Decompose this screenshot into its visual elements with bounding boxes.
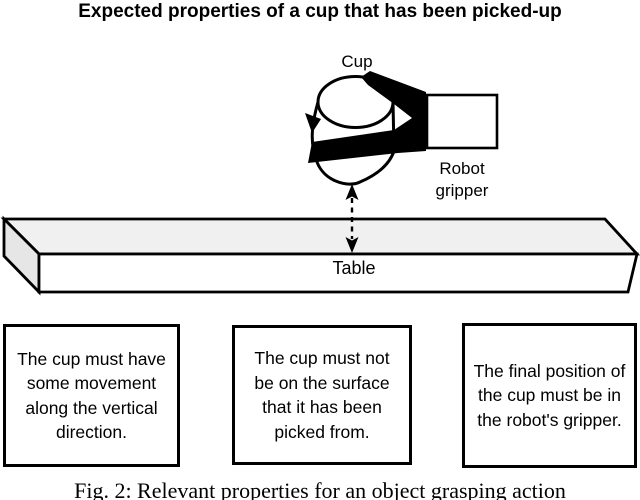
figure-title: Expected properties of a cup that has be…: [78, 1, 562, 22]
property-box-line: The cup must have: [17, 348, 166, 369]
property-box-line: picked from.: [274, 421, 370, 442]
distance-arrow-head-down: [345, 237, 359, 253]
robot-gripper-label: Robot gripper: [420, 158, 504, 202]
property-box-line: the robot's gripper.: [477, 409, 622, 430]
grasp-diagram: [0, 71, 640, 296]
table-shape: [0, 215, 640, 296]
table-top-face: [0, 217, 640, 256]
property-box-line: the cup must be in: [478, 385, 621, 406]
distance-arrow: [345, 184, 359, 253]
property-box-line: some movement: [26, 373, 157, 393]
property-box-vertical-movement: The cup must have some movement along th…: [3, 324, 180, 467]
table-front-face: [37, 252, 639, 294]
property-box-line: along the vertical: [25, 397, 158, 418]
figure-caption: Fig. 2: Relevant properties for an objec…: [74, 478, 566, 500]
property-box-line: direction.: [55, 422, 127, 442]
gripper-body: [425, 93, 499, 150]
cup-label: Cup: [341, 52, 373, 71]
property-box-final-position: The final position of the cup must be in…: [462, 323, 637, 468]
table-label: Table: [332, 258, 376, 278]
property-box-line: The final position of: [473, 360, 626, 381]
gripper-band: [308, 71, 426, 163]
property-box-line: be on the surface: [254, 372, 390, 393]
property-box-line: The cup must not: [254, 348, 390, 368]
robot-gripper-label-line1: Robot: [439, 159, 485, 178]
distance-arrow-head-up: [345, 184, 359, 200]
gripper-band-back-tip: [305, 113, 321, 133]
robot-gripper-label-line2: gripper: [435, 181, 489, 200]
property-box-not-on-surface: The cup must not be on the surface that …: [232, 325, 412, 465]
property-box-line: that it has been: [262, 397, 382, 417]
gripper-claw: [305, 71, 499, 163]
